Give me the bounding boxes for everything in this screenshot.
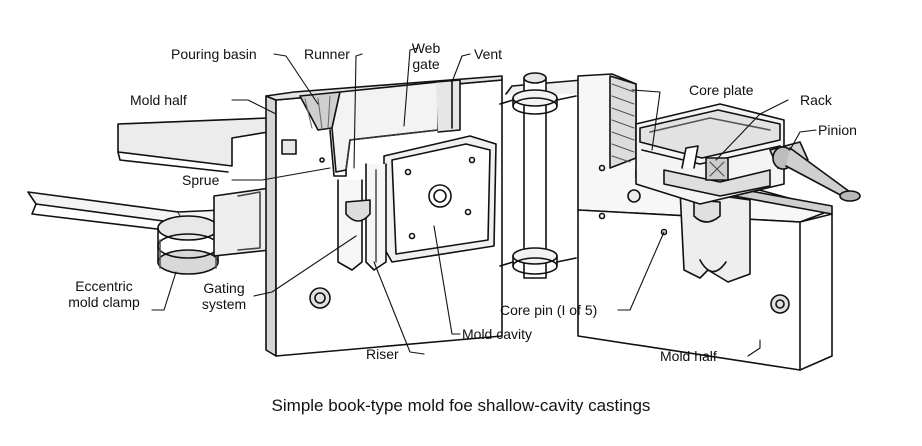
label-web-gate-line2: gate bbox=[412, 56, 440, 72]
upper-arm bbox=[117, 117, 269, 173]
figure-caption: Simple book-type mold foe shallow-cavity… bbox=[271, 396, 651, 415]
label-vent: Vent bbox=[474, 46, 503, 62]
label-eccentric-mold-clamp: Eccentric mold clamp bbox=[54, 278, 154, 310]
hinge-shaft bbox=[499, 72, 585, 279]
label-core-pin: Core pin (I of 5) bbox=[500, 302, 598, 318]
label-web-gate-line1: Web bbox=[411, 40, 441, 56]
pinion bbox=[769, 141, 861, 202]
eccentric-mold-clamp bbox=[157, 215, 219, 275]
core-plate-mechanism bbox=[635, 103, 785, 205]
label-gating-system: Gating system bbox=[194, 280, 254, 312]
label-gating-line2: system bbox=[201, 296, 247, 312]
label-pouring-basin: Pouring basin bbox=[171, 46, 257, 62]
label-mold-half-right: Mold half bbox=[660, 348, 717, 364]
label-eccentric-line1: Eccentric bbox=[75, 278, 133, 294]
label-riser: Riser bbox=[366, 346, 399, 362]
label-gating-line1: Gating bbox=[203, 280, 245, 296]
label-core-plate: Core plate bbox=[689, 82, 754, 98]
leader-lines bbox=[151, 47, 817, 357]
label-web-gate: Web gate bbox=[406, 40, 446, 72]
label-sprue: Sprue bbox=[182, 172, 220, 188]
label-eccentric-line2: mold clamp bbox=[68, 294, 140, 310]
label-rack: Rack bbox=[800, 92, 832, 108]
clamp-bracket bbox=[213, 187, 271, 257]
label-mold-half-left: Mold half bbox=[130, 92, 187, 108]
label-runner: Runner bbox=[304, 46, 350, 62]
label-pinion: Pinion bbox=[818, 122, 857, 138]
label-mold-cavity: Mold cavity bbox=[462, 326, 533, 342]
left-mold-half bbox=[265, 75, 503, 357]
